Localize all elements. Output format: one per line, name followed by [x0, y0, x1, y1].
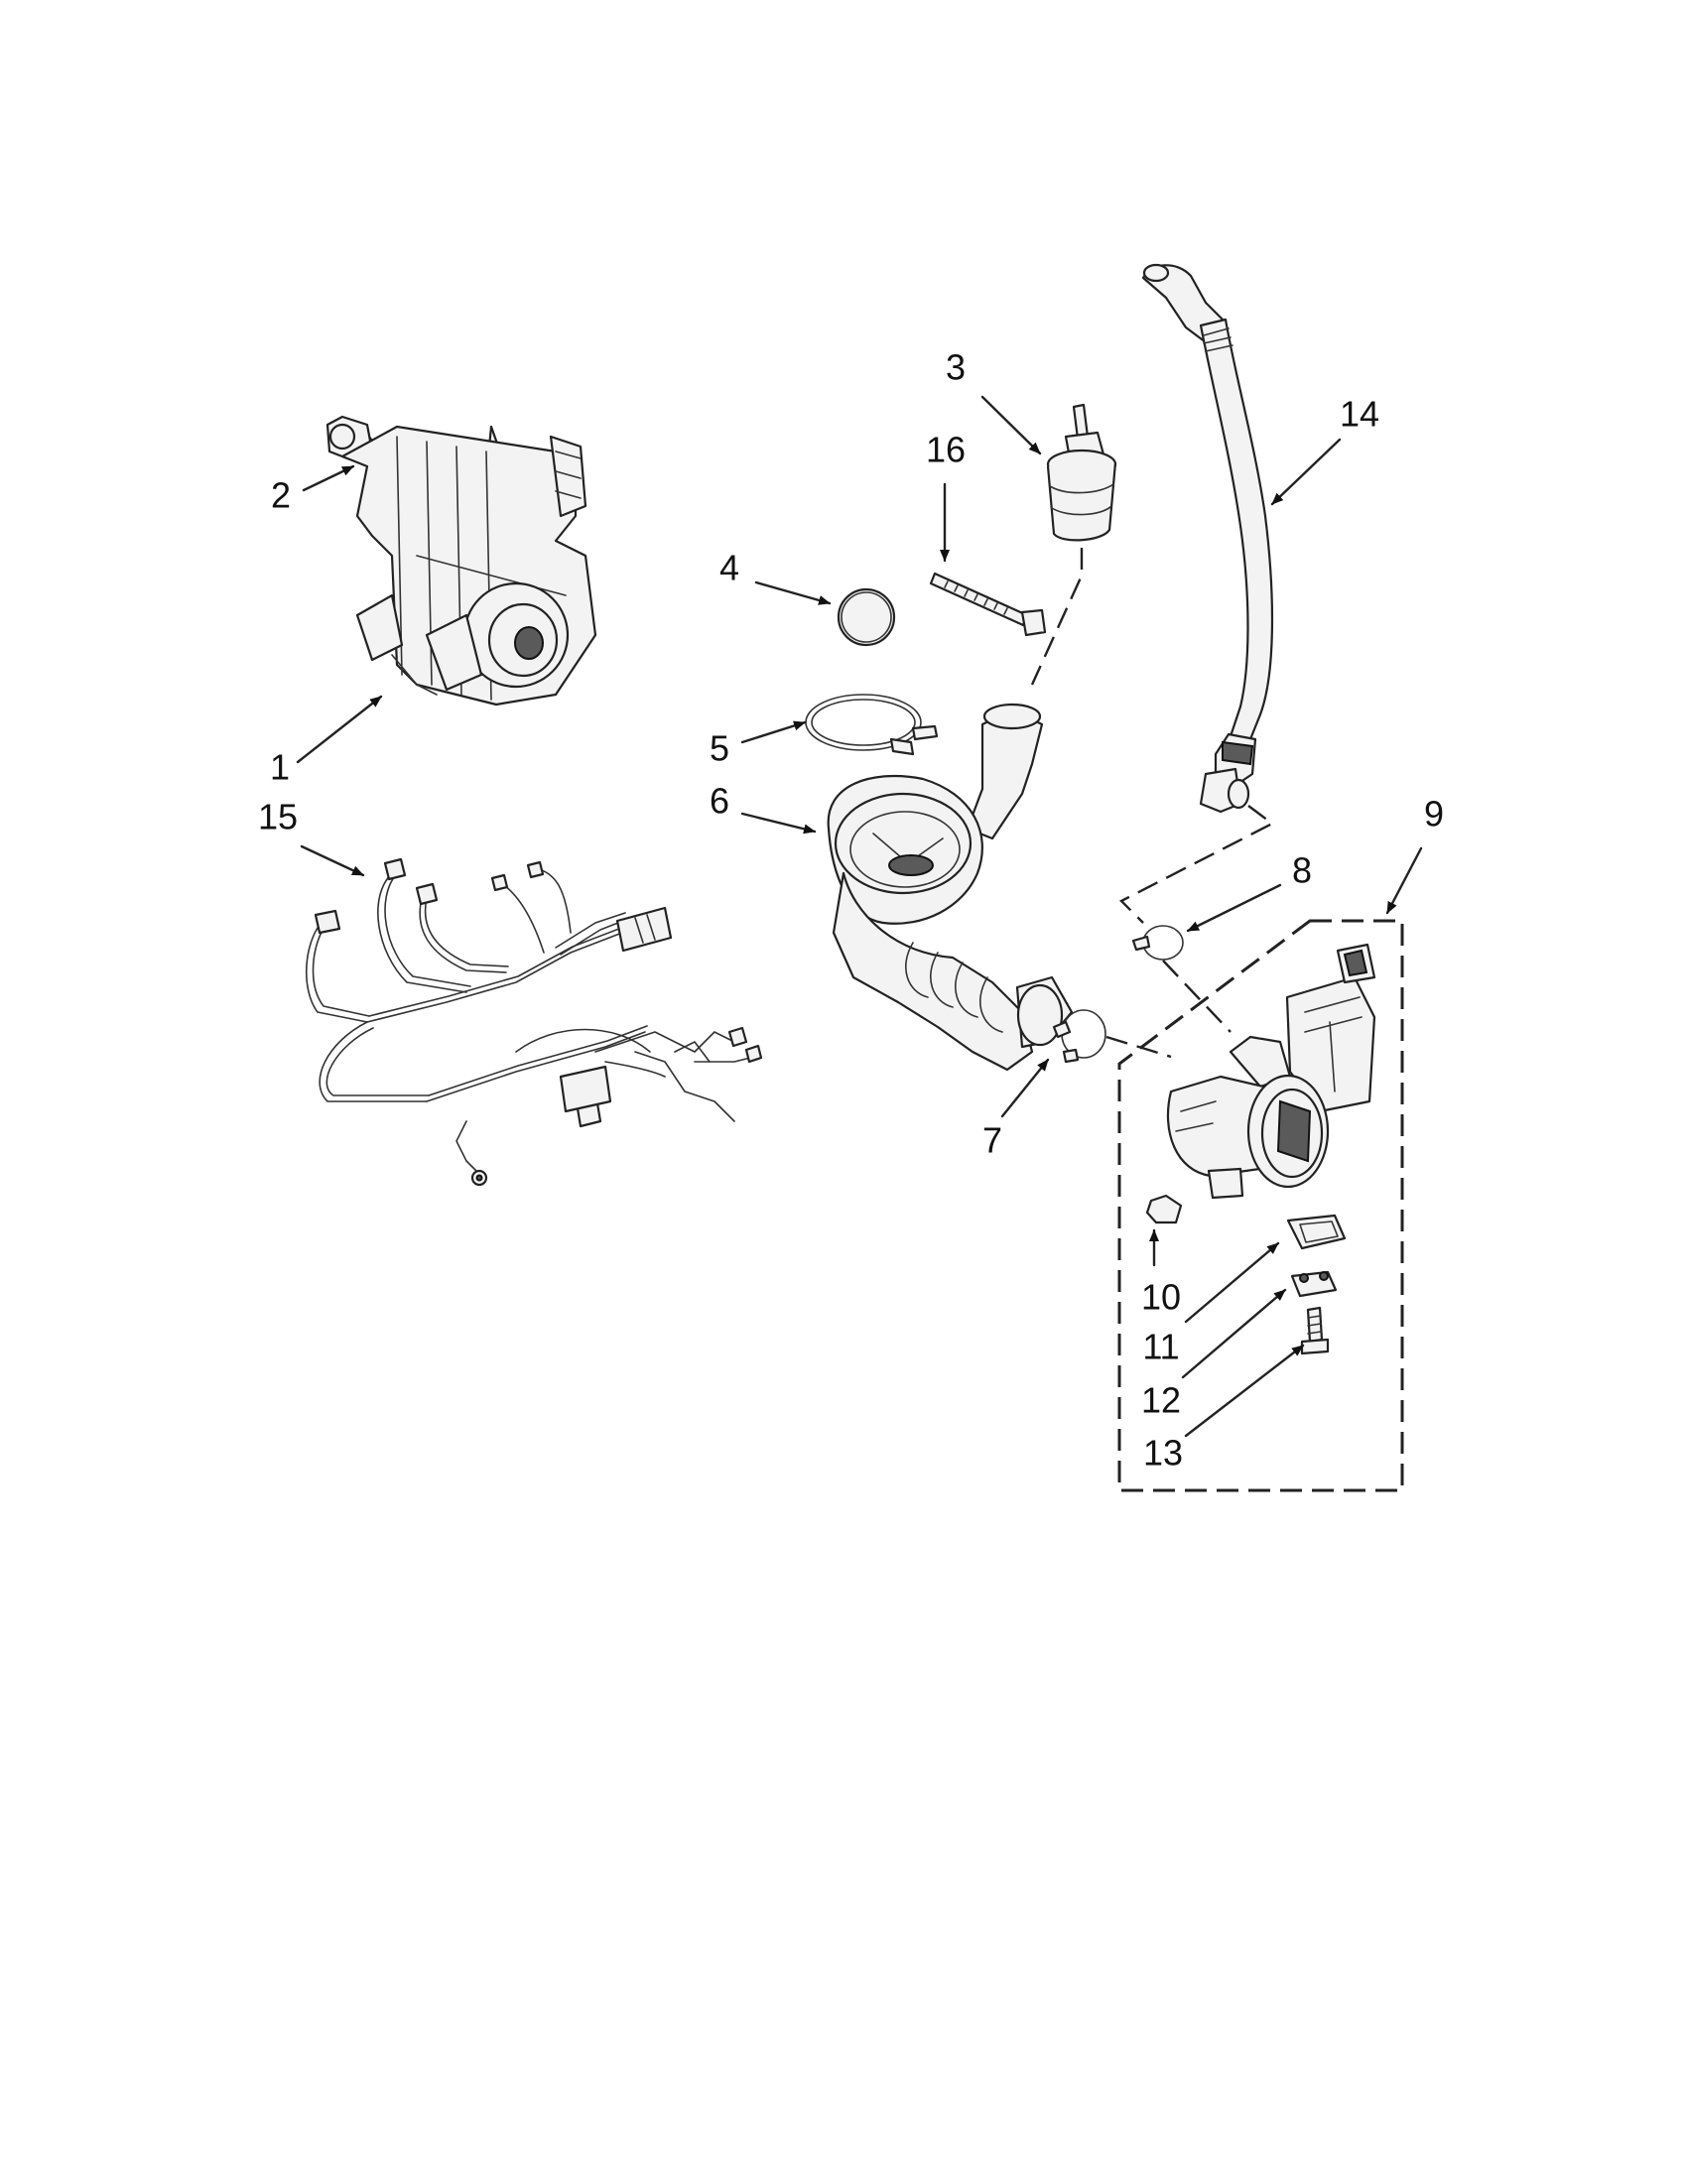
- label-8: 8: [1292, 850, 1312, 891]
- label-11: 11: [1142, 1327, 1179, 1367]
- leader-12: [1181, 1288, 1287, 1379]
- leader-11: [1184, 1241, 1280, 1324]
- part-11-gasket: [1286, 1214, 1347, 1250]
- label-5: 5: [710, 728, 729, 769]
- wire-harness-part-15: [305, 857, 763, 1187]
- part-12-bracket: [1290, 1270, 1338, 1298]
- drain-hose-part-14: [1118, 263, 1275, 924]
- label-9: 9: [1424, 794, 1444, 835]
- callout-labels: 1 2 3 4 5 6 7 8 9 10 11 12 13 14 15 16: [258, 347, 1444, 1474]
- o-ring-part-4: [837, 587, 896, 647]
- label-6: 6: [710, 781, 729, 822]
- label-3: 3: [946, 347, 966, 388]
- leader-1: [296, 695, 383, 764]
- pump-assembly-box-part-9: [1117, 919, 1404, 1492]
- label-16: 16: [926, 430, 966, 470]
- label-1: 1: [270, 747, 290, 788]
- label-4: 4: [719, 548, 739, 588]
- hose-clamp-part-5: [805, 694, 939, 756]
- leader-8: [1186, 883, 1282, 933]
- drain-pump-part-9: [1166, 943, 1376, 1200]
- leader-lines: [296, 395, 1423, 1438]
- cable-tie-part-16: [929, 572, 1047, 637]
- clamp-part-7: [1052, 1009, 1172, 1064]
- label-14: 14: [1340, 394, 1379, 435]
- air-dome-part-3: [1030, 403, 1117, 686]
- leader-9: [1385, 846, 1423, 915]
- leader-6: [740, 812, 817, 835]
- leader-2: [302, 464, 355, 492]
- leader-4: [754, 580, 832, 605]
- leader-13: [1184, 1344, 1305, 1438]
- label-15: 15: [258, 797, 298, 837]
- part-10-pad: [1145, 1194, 1183, 1224]
- part-13-screw: [1300, 1306, 1330, 1355]
- leader-3: [980, 395, 1042, 455]
- label-2: 2: [271, 475, 291, 516]
- leader-5: [740, 720, 807, 744]
- clip-part-8: [1131, 925, 1232, 1033]
- label-10: 10: [1141, 1277, 1181, 1318]
- drive-motor-part-1: [325, 415, 597, 707]
- leader-15: [300, 844, 365, 877]
- label-7: 7: [982, 1120, 1002, 1161]
- leader-14: [1270, 438, 1342, 506]
- leader-7: [1000, 1058, 1050, 1118]
- label-13: 13: [1143, 1433, 1183, 1474]
- label-12: 12: [1141, 1380, 1181, 1421]
- sump-hose-part-6: [827, 703, 1074, 1072]
